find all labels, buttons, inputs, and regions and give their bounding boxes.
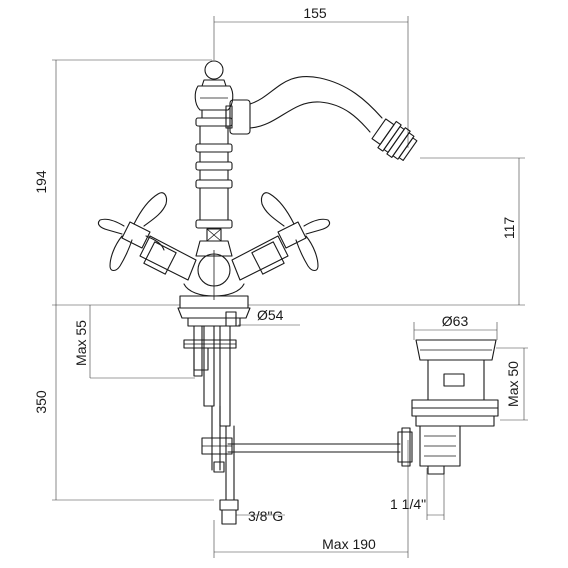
dim-drain-max: Max 50	[505, 361, 521, 407]
dim-spout-reach: 155	[303, 5, 327, 21]
dim-total-height: 194	[33, 170, 49, 194]
under-deck-fixing	[183, 311, 239, 525]
dimension-lines	[52, 16, 528, 558]
left-cross-handle	[97, 192, 197, 281]
dimension-labels: 155 194 117 Ø54 Max 55 350 Ø63 Max 50 1 …	[33, 5, 521, 552]
spout	[225, 76, 418, 161]
pop-up-rod	[227, 427, 413, 467]
dim-max-rod: Max 190	[322, 536, 376, 552]
dim-drain-thread: 1 1/4"	[390, 496, 426, 512]
dim-spout-height: 117	[501, 217, 517, 240]
dim-tail-length: 350	[33, 390, 49, 414]
dim-drain-diameter: Ø63	[442, 313, 469, 329]
pop-up-waste	[411, 339, 499, 475]
dim-supply-thread: 3/8"G	[248, 508, 283, 524]
dim-max-deck: Max 55	[73, 320, 89, 366]
faucet-body	[177, 60, 251, 327]
dim-base-diameter: Ø54	[257, 307, 284, 323]
right-cross-handle	[231, 192, 331, 281]
